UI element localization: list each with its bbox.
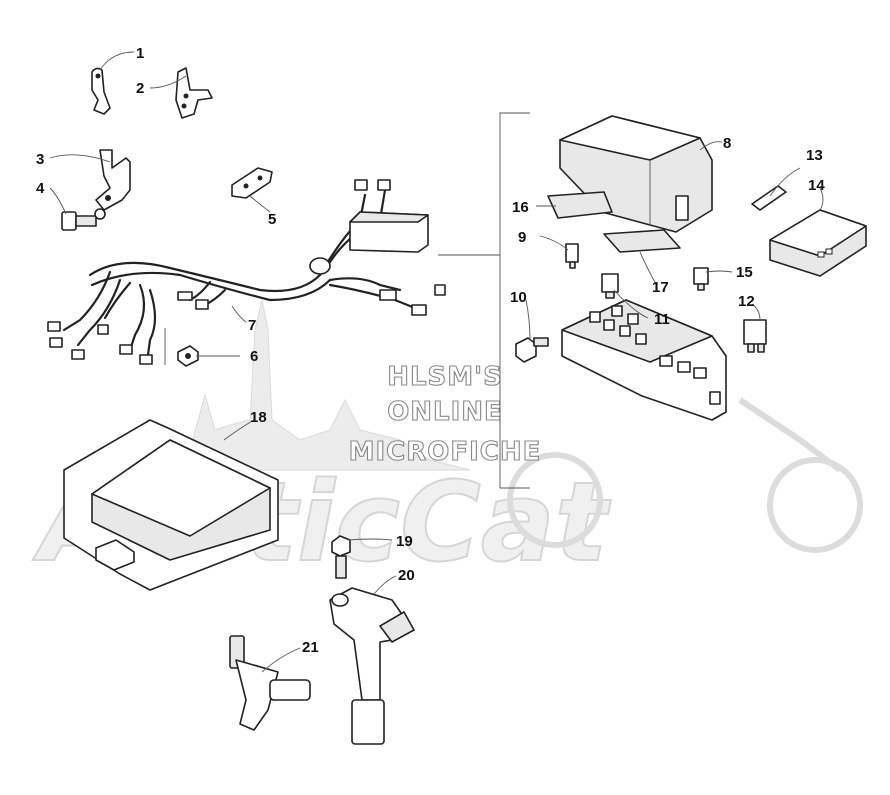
callout-15: 15 bbox=[736, 264, 753, 281]
part-10-screw bbox=[515, 337, 549, 363]
callout-2: 2 bbox=[136, 80, 144, 97]
watermark-line-2: ONLINE bbox=[387, 397, 503, 427]
callout-5: 5 bbox=[268, 211, 276, 228]
callout-13: 13 bbox=[806, 147, 823, 164]
watermark-line-3: MICROFICHE bbox=[349, 437, 542, 467]
part-18-ecu bbox=[63, 419, 279, 591]
part-21-sensor bbox=[229, 635, 311, 731]
leader-lines bbox=[49, 51, 824, 673]
watermark-wheel bbox=[507, 397, 863, 553]
callout-20: 20 bbox=[398, 567, 415, 584]
part-1-bracket bbox=[91, 67, 111, 115]
callout-12: 12 bbox=[738, 293, 755, 310]
group-bracket bbox=[164, 112, 530, 489]
callout-11: 11 bbox=[654, 311, 670, 328]
callout-8: 8 bbox=[723, 135, 731, 152]
callout-4: 4 bbox=[36, 180, 45, 197]
callout-7: 7 bbox=[248, 317, 256, 334]
callout-10: 10 bbox=[510, 289, 527, 306]
callout-19: 19 bbox=[396, 533, 413, 550]
callout-14: 14 bbox=[808, 177, 825, 194]
part-5-plate bbox=[231, 167, 273, 199]
fuse-relay-box bbox=[561, 299, 727, 421]
callout-21: 21 bbox=[302, 639, 319, 656]
watermark-line-1: HLSM'S bbox=[387, 362, 503, 392]
callout-numbers: 1 2 3 4 5 6 7 8 9 10 11 12 13 14 15 16 1… bbox=[36, 45, 825, 656]
callout-9: 9 bbox=[518, 229, 526, 246]
watermark-skyline bbox=[149, 299, 471, 471]
part-19-bolt bbox=[331, 535, 351, 579]
part-11-relay bbox=[601, 273, 619, 299]
part-4-bolt bbox=[61, 208, 106, 231]
callout-17: 17 bbox=[652, 279, 669, 296]
callout-16: 16 bbox=[512, 199, 529, 216]
part-6-bolt bbox=[177, 345, 199, 367]
part-16-label-sheet bbox=[547, 191, 613, 219]
part-20-ignition-coil bbox=[329, 587, 415, 745]
part-2-bracket bbox=[175, 67, 213, 119]
part-15-fuse bbox=[693, 267, 709, 291]
part-17-label-sheet bbox=[603, 229, 681, 253]
part-13-fuse-puller bbox=[751, 185, 787, 211]
part-7-wiring-harness bbox=[47, 179, 446, 365]
part-3-bracket bbox=[95, 149, 131, 211]
callout-3: 3 bbox=[36, 151, 44, 168]
part-9-fuse bbox=[565, 243, 579, 269]
callout-18: 18 bbox=[250, 409, 267, 426]
callout-6: 6 bbox=[250, 348, 258, 365]
part-14-fuse-holder bbox=[769, 209, 867, 277]
part-12-relay bbox=[743, 319, 767, 353]
callout-1: 1 bbox=[136, 45, 144, 62]
